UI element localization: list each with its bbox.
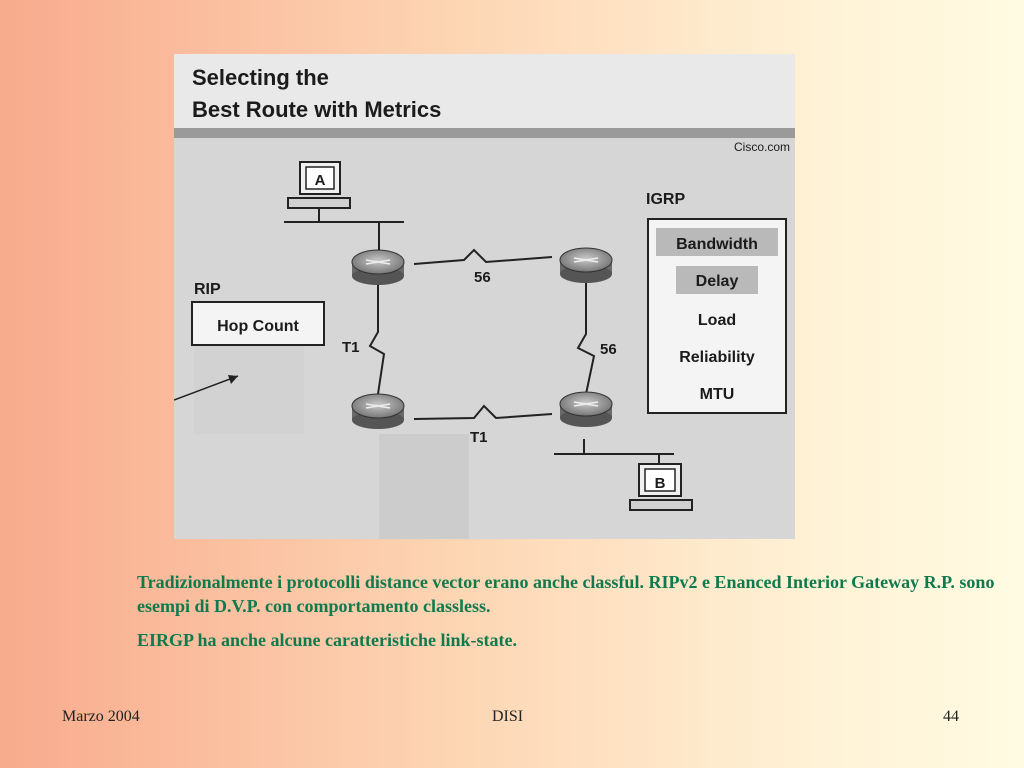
figure-title-line2: Best Route with Metrics	[192, 97, 441, 122]
rip-metric-label: Hop Count	[217, 318, 299, 335]
footer-page-number: 44	[943, 708, 959, 725]
igrp-metric-highlight-bandwidth	[656, 228, 778, 256]
igrp-metric-bandwidth: Bandwidth	[676, 236, 758, 253]
router-bottom-left-icon	[351, 393, 405, 429]
host-a-computer-icon	[284, 161, 404, 252]
link-bottom	[413, 404, 553, 420]
source-label: Cisco.com	[734, 140, 790, 154]
diagram-canvas: Selecting the Best Route with Metrics Ci…	[174, 54, 795, 539]
host-b-computer-icon	[554, 439, 693, 511]
footer-organization: DISI	[492, 708, 524, 725]
slide-caption: Tradizionalmente i protocolli distance v…	[137, 570, 997, 662]
igrp-metric-mtu: MTU	[700, 386, 735, 403]
link-top	[413, 248, 553, 265]
link-right-label: 56	[600, 341, 617, 358]
rip-metric-box	[191, 301, 325, 346]
link-top-label: 56	[474, 269, 491, 286]
caption-paragraph-2: EIRGP ha anche alcune caratteristiche li…	[137, 630, 517, 650]
link-right	[576, 282, 596, 395]
link-bottom-label: T1	[470, 429, 488, 446]
igrp-metric-highlight-delay	[676, 266, 758, 294]
host-b-label: B	[655, 475, 666, 492]
figure-title-line1: Selecting the	[192, 65, 329, 90]
link-left	[368, 284, 386, 395]
rip-label: RIP	[194, 281, 221, 298]
igrp-label: IGRP	[646, 191, 685, 208]
title-rule	[174, 128, 795, 138]
igrp-metric-reliability: Reliability	[679, 349, 755, 366]
faint-block	[379, 434, 469, 539]
igrp-metric-load: Load	[698, 312, 736, 329]
network-diagram-figure: Selecting the Best Route with Metrics Ci…	[174, 54, 795, 539]
link-left-label: T1	[342, 339, 360, 356]
igrp-metric-delay: Delay	[696, 273, 739, 290]
router-top-right-icon	[559, 247, 613, 283]
router-top-left-icon	[351, 249, 405, 285]
rip-pointer-arrow-icon	[174, 375, 239, 401]
rip-pointer-arrowhead-icon	[228, 375, 238, 384]
router-bottom-right-icon	[559, 391, 613, 427]
faint-block	[194, 334, 304, 434]
caption-paragraph-1: Tradizionalmente i protocolli distance v…	[137, 572, 995, 616]
footer-date: Marzo 2004	[62, 708, 140, 725]
title-band	[174, 54, 795, 129]
host-a-label: A	[315, 172, 326, 189]
